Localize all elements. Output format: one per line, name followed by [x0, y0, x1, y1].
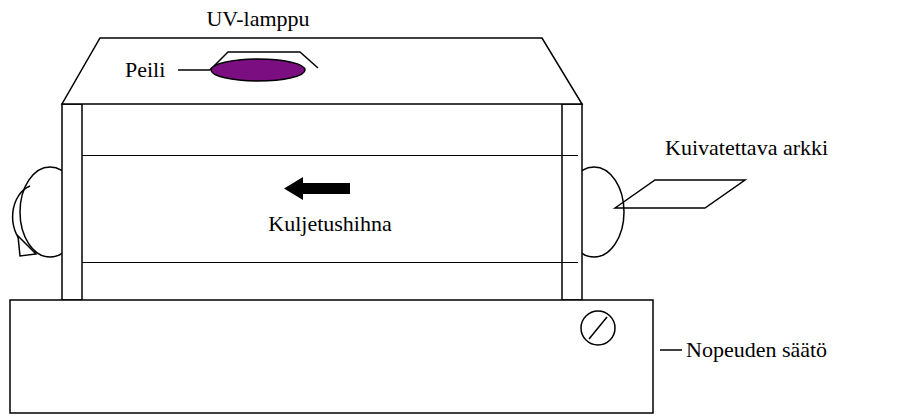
leader-line: [660, 349, 682, 351]
paper-sheet: [615, 180, 745, 208]
speed-knob: [581, 311, 615, 345]
speed-control-label: Nopeuden säätö: [686, 337, 827, 362]
node-text: Kuljetushihna: [82, 211, 578, 236]
sheet-label: Kuivatettava arkki: [665, 135, 828, 160]
pillar: [562, 104, 582, 300]
pillar: [62, 104, 82, 300]
knob-pointer: [589, 317, 607, 339]
base-housing: [10, 300, 653, 413]
rotation-arrowhead: [18, 236, 36, 256]
rotation-arrow: [13, 186, 30, 244]
leader-line: [178, 69, 210, 71]
mirror-label: Peili: [125, 57, 165, 82]
lamp-housing: [62, 38, 582, 104]
direction-arrow: [284, 177, 350, 200]
conveyor-belt: Kuljetushihna: [82, 155, 578, 263]
uv-lamp: [211, 59, 305, 81]
lamp-label: UV-lamppu: [206, 6, 309, 31]
